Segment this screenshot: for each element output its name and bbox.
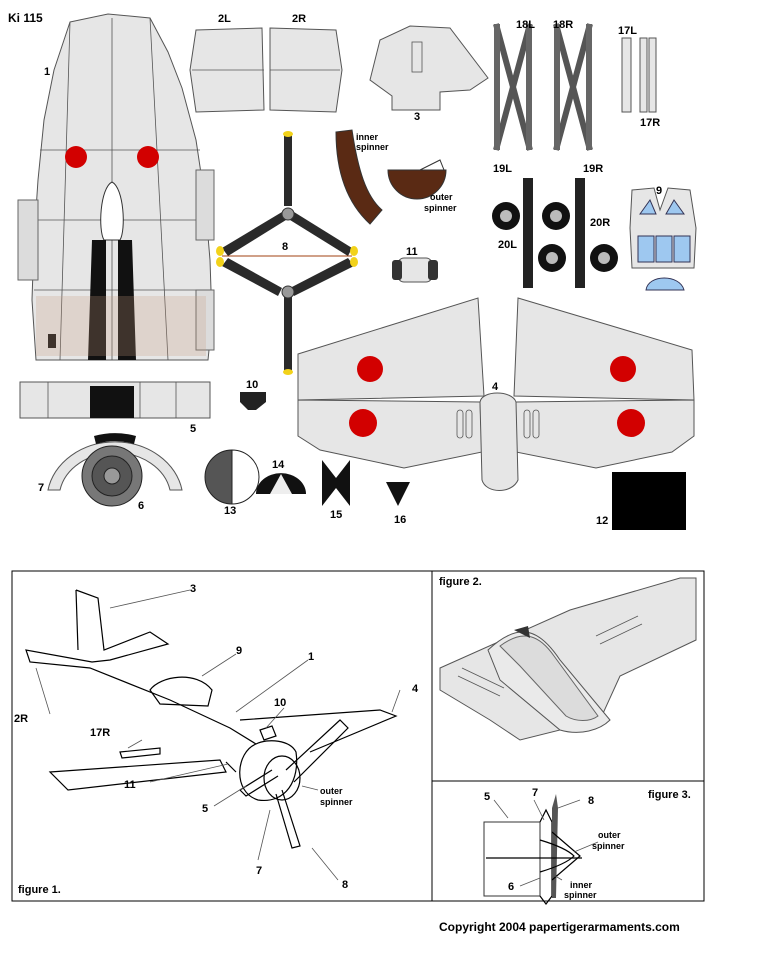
part-17-strips — [621, 37, 657, 113]
label-part-20R: 20R — [590, 217, 610, 229]
label-part-12: 12 — [596, 515, 608, 527]
inner-spinner-part — [335, 129, 383, 225]
label-part-17L: 17L — [618, 25, 637, 37]
fig1-label-outer-line1: outer — [320, 786, 343, 796]
part-11 — [392, 257, 438, 283]
fig3-label-5: 5 — [484, 791, 490, 803]
label-inner-spinner-line1: inner — [356, 132, 379, 142]
label-part-13: 13 — [224, 505, 236, 517]
fig3-label-inner-line1: inner — [570, 880, 593, 890]
label-part-18R: 18R — [553, 19, 573, 31]
fig1-label-5: 5 — [202, 803, 208, 815]
fig1-label-1: 1 — [308, 651, 314, 663]
outer-spinner-part — [387, 169, 447, 200]
label-outer-spinner-line1: outer — [430, 192, 453, 202]
label-part-10: 10 — [246, 379, 258, 391]
part-18-19-gear-struts — [493, 23, 593, 151]
fig3-label-6: 6 — [508, 881, 514, 893]
part-2-stabilizers — [189, 27, 343, 113]
label-part-9: 9 — [656, 185, 662, 197]
label-part-11: 11 — [406, 246, 418, 258]
part-1-fuselage — [17, 13, 215, 361]
part-16 — [386, 482, 410, 506]
copyright-notice: Copyright 2004 papertigerarmaments.com — [439, 920, 680, 934]
figure-1-leaders — [35, 589, 401, 881]
label-part-2R: 2R — [292, 13, 306, 25]
figure-2-caption: figure 2. — [439, 576, 482, 588]
part-12 — [612, 472, 686, 530]
part-5 — [19, 381, 211, 419]
fig1-label-10: 10 — [274, 697, 286, 709]
part-3-tail-fin — [369, 25, 489, 111]
fig1-label-2R: 2R — [14, 713, 28, 725]
fig3-label-inner-line2: spinner — [564, 890, 597, 900]
part-13 — [204, 449, 233, 505]
label-part-3: 3 — [414, 111, 420, 123]
figure-1-caption: figure 1. — [18, 884, 61, 896]
fig1-label-3: 3 — [190, 583, 196, 595]
figures-frame — [11, 570, 705, 902]
label-part-14: 14 — [272, 459, 285, 471]
fig1-label-17R: 17R — [90, 727, 110, 739]
fig3-label-outer-line2: spinner — [592, 841, 625, 851]
label-part-20L: 20L — [498, 239, 517, 251]
label-part-1: 1 — [44, 66, 50, 78]
label-part-15: 15 — [330, 509, 342, 521]
figure-3-spinner-section — [483, 794, 599, 905]
label-inner-spinner-line2: spinner — [356, 142, 389, 152]
fig1-label-outer-line2: spinner — [320, 797, 353, 807]
label-part-4: 4 — [492, 381, 499, 393]
sheet-title: Ki 115 — [8, 11, 43, 25]
part-20-wheels — [492, 178, 618, 288]
part-9-canopy — [629, 187, 697, 291]
part-10 — [240, 392, 266, 410]
fig1-label-4: 4 — [412, 683, 419, 695]
label-part-6: 6 — [138, 500, 144, 512]
label-part-7: 7 — [38, 482, 44, 494]
part-4-wings — [297, 297, 695, 491]
label-part-19L: 19L — [493, 163, 512, 175]
label-part-2L: 2L — [218, 13, 231, 25]
label-outer-spinner-line2: spinner — [424, 203, 457, 213]
part-8-propeller — [216, 131, 358, 375]
fig3-label-7: 7 — [532, 787, 538, 799]
fig1-label-9: 9 — [236, 645, 242, 657]
fig3-label-8: 8 — [588, 795, 594, 807]
fig1-label-8: 8 — [342, 879, 348, 891]
fig1-label-11: 11 — [124, 779, 136, 791]
label-part-8: 8 — [282, 241, 288, 253]
fig3-label-outer-line1: outer — [598, 830, 621, 840]
label-part-5: 5 — [190, 423, 196, 435]
label-part-18L: 18L — [516, 19, 535, 31]
part-15 — [322, 460, 350, 506]
figure-3-caption: figure 3. — [648, 789, 691, 801]
label-part-17R: 17R — [640, 117, 660, 129]
figure-1-assembly — [25, 589, 398, 849]
label-part-19R: 19R — [583, 163, 603, 175]
figure-2-wing-detail — [439, 577, 697, 741]
part-6-engine — [81, 445, 143, 507]
label-part-16: 16 — [394, 514, 406, 526]
fig1-label-7: 7 — [256, 865, 262, 877]
